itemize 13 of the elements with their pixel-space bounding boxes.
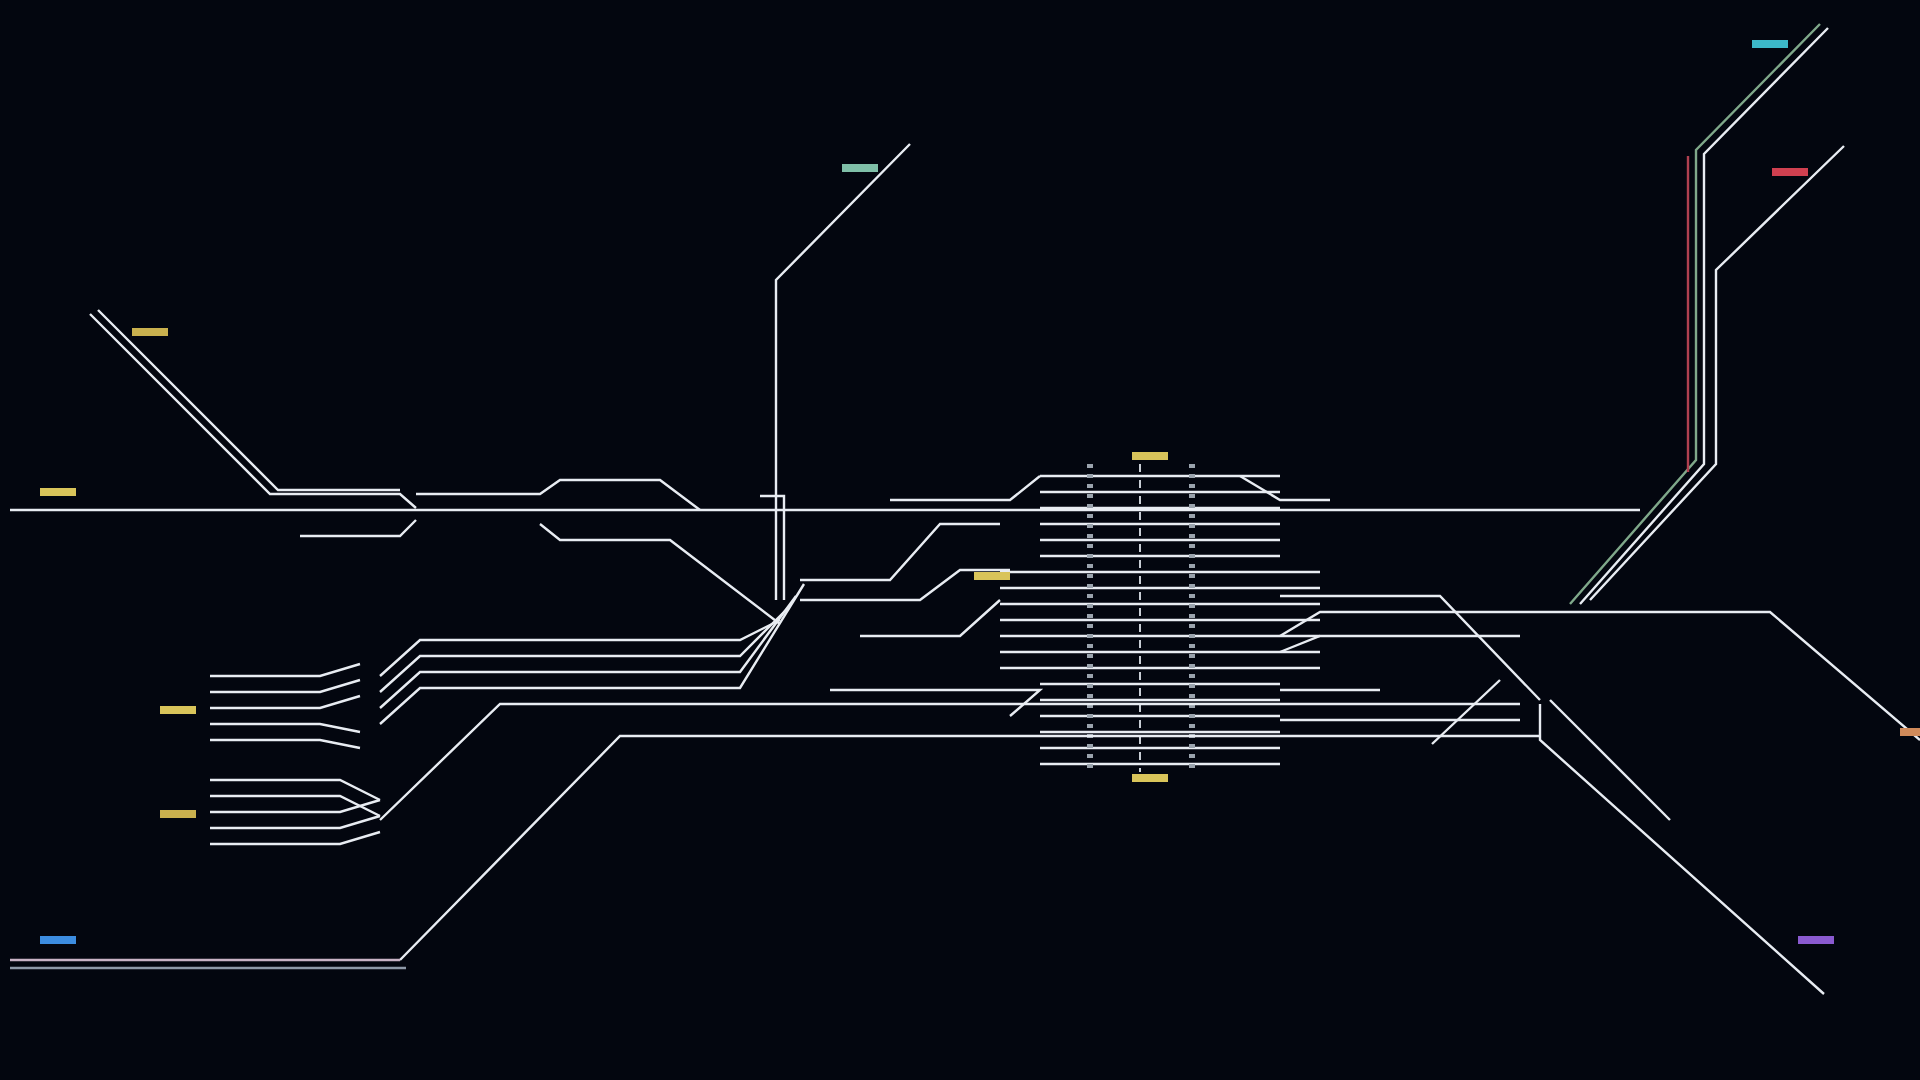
tag-marker (842, 164, 878, 172)
tag-marker (1132, 774, 1168, 782)
tag-marker (1772, 168, 1808, 176)
tag-marker (1900, 728, 1920, 736)
tag-marker (40, 936, 76, 944)
tag-marker (132, 328, 168, 336)
tag-marker (974, 572, 1010, 580)
tag-marker (1752, 40, 1788, 48)
tag-marker (1132, 452, 1168, 460)
tag-marker (40, 488, 76, 496)
tag-marker (1798, 936, 1834, 944)
tag-marker (160, 706, 196, 714)
tag-marker (160, 810, 196, 818)
